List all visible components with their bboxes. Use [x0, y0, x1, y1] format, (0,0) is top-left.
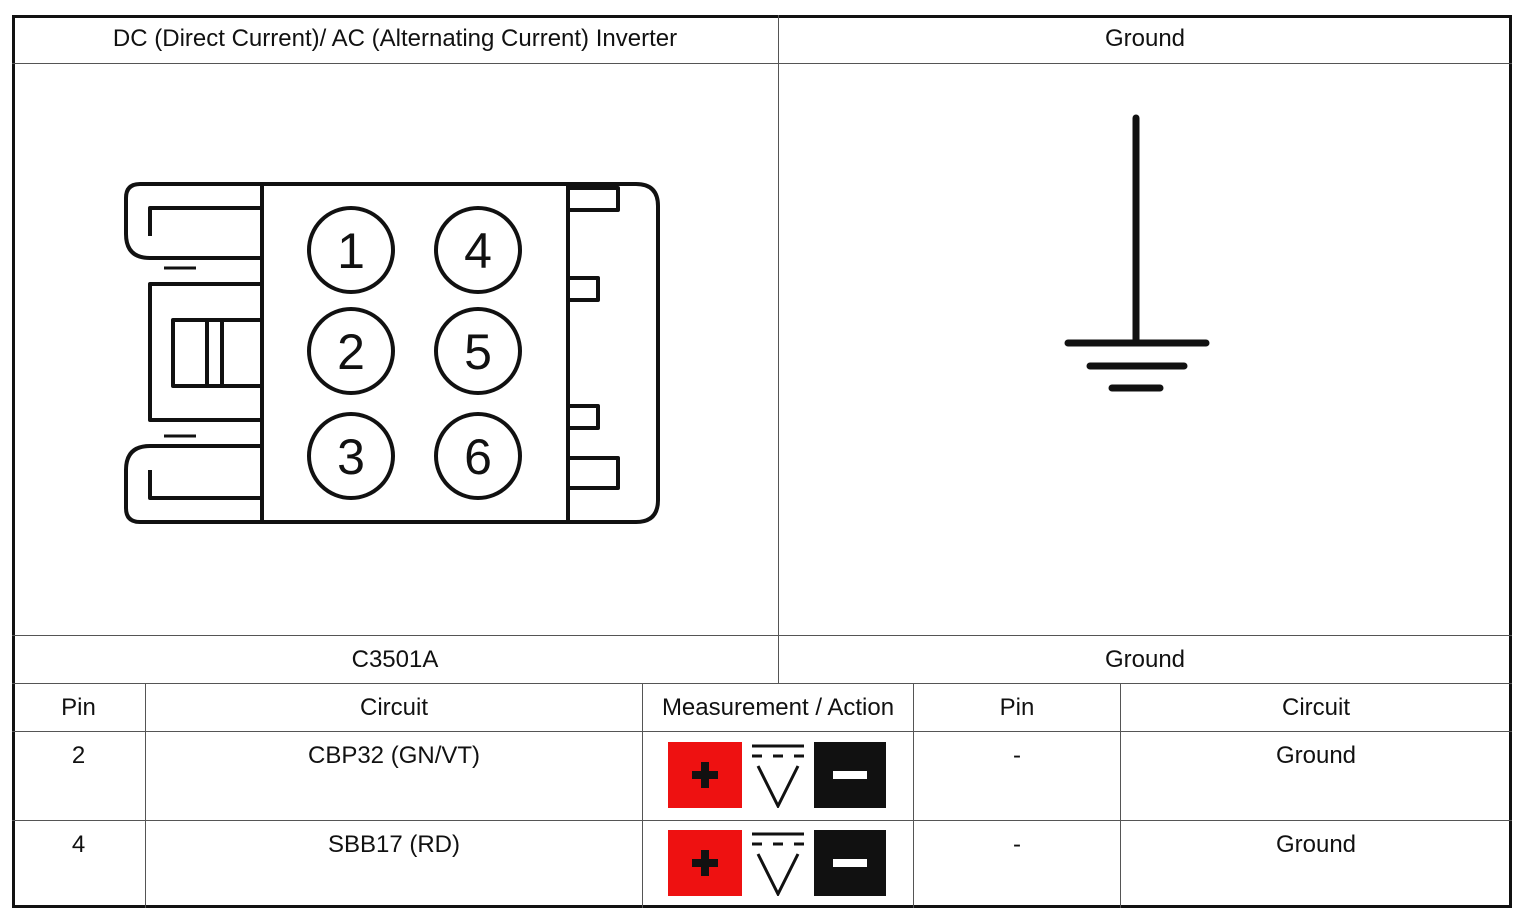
pin-label: 3: [337, 429, 365, 485]
rule-under-row-1: [12, 820, 1512, 821]
pin-3-cavity: [307, 412, 395, 500]
row-2-circuit-2: Ground: [1275, 831, 1357, 858]
pinout-frame: [12, 15, 1512, 908]
pin-4-cavity: [434, 206, 522, 294]
header-pin: Pin: [61, 693, 96, 721]
header-measurement: Measurement / Action: [661, 693, 895, 721]
rule-under-titles: [12, 63, 1512, 64]
rule-under-headers: [12, 731, 1512, 732]
pin-label: 5: [464, 324, 492, 380]
row-2-circuit: SBB17 (RD): [327, 831, 461, 858]
rule-under-connector-ids: [12, 683, 1512, 684]
header-circuit: Circuit: [359, 693, 428, 721]
plus-probe-icon: [668, 742, 742, 808]
pin-label: 6: [464, 429, 492, 485]
pin-6-cavity: [434, 412, 522, 500]
pin-1-cavity: [307, 206, 395, 294]
divider-col-pin2: [1120, 683, 1121, 908]
left-connector-title: DC (Direct Current)/ AC (Alternating Cur…: [112, 25, 678, 52]
connector-body-outline: [124, 182, 660, 524]
left-connector-id: C3501A: [351, 645, 439, 673]
pin-label: 1: [337, 223, 365, 279]
dc-voltage-icon: [752, 744, 804, 808]
connector-face-diagram: 1 4 2 5 3 6: [124, 182, 660, 524]
divider-col-circuit: [642, 683, 643, 908]
divider-col-measurement: [913, 683, 914, 908]
minus-probe-icon: [814, 830, 886, 896]
pin-cavities: [307, 206, 522, 500]
row-1-circuit: CBP32 (GN/VT): [307, 742, 481, 769]
pin-5-cavity: [434, 307, 522, 395]
rule-under-diagrams: [12, 635, 1512, 636]
dc-voltage-icon: [752, 832, 804, 896]
divider-top-center: [778, 15, 779, 684]
row-2-measurement: [668, 830, 886, 896]
header-circuit-2: Circuit: [1281, 693, 1350, 721]
ground-symbol-icon: [1064, 114, 1210, 392]
plus-probe-icon: [668, 830, 742, 896]
header-pin-2: Pin: [999, 693, 1035, 721]
pin-label: 4: [464, 223, 492, 279]
row-1-pin-2: -: [1013, 742, 1021, 769]
divider-col-pin: [145, 683, 146, 908]
row-2-pin-2: -: [1013, 831, 1021, 858]
row-1-pin: 2: [71, 742, 86, 769]
right-connector-id: Ground: [1104, 645, 1186, 673]
pin-2-cavity: [307, 307, 395, 395]
row-2-pin: 4: [71, 831, 86, 858]
row-1-measurement: [668, 742, 886, 808]
pin-label: 2: [337, 324, 365, 380]
right-connector-title: Ground: [1104, 25, 1186, 52]
row-1-circuit-2: Ground: [1275, 742, 1357, 769]
minus-probe-icon: [814, 742, 886, 808]
